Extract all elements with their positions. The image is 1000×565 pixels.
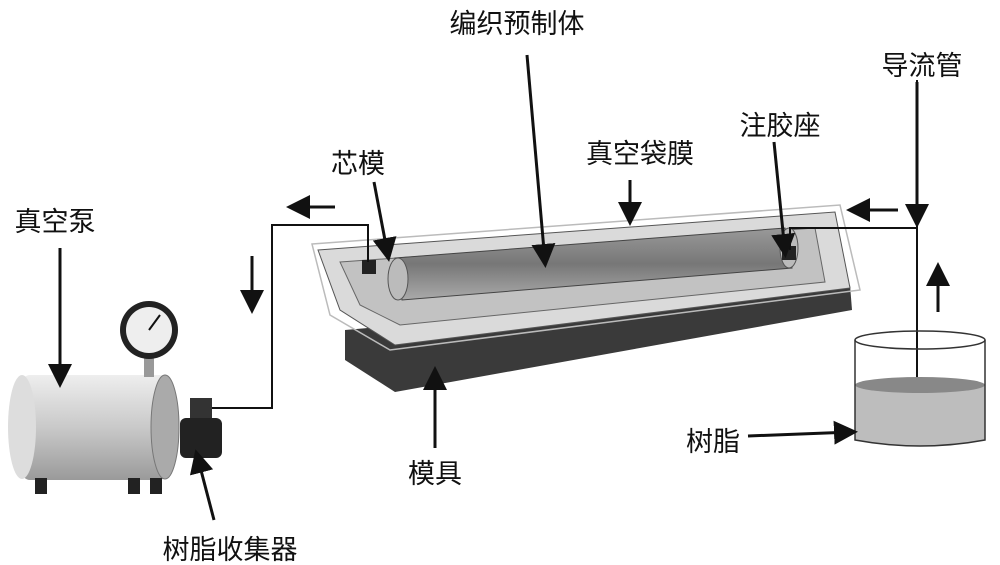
label-mold: 模具 — [408, 459, 462, 490]
label-vacuum-bag: 真空袋膜 — [586, 139, 694, 170]
leader-arrow-icon — [771, 141, 796, 258]
label-resin: 树脂 — [686, 427, 740, 458]
mandrel-port — [362, 260, 376, 274]
label-vacuum-pump: 真空泵 — [14, 207, 96, 238]
leader-arrow-icon — [747, 420, 858, 445]
vacuum-tube — [190, 224, 369, 409]
leader-arrow-icon — [189, 449, 216, 521]
label-resin-collector: 树脂收集器 — [162, 535, 298, 565]
label-flow-tube: 导流管 — [881, 51, 963, 82]
label-mandrel: 芯模 — [331, 149, 385, 180]
label-injection-seat: 注胶座 — [739, 111, 821, 142]
resin-collector — [180, 398, 222, 458]
label-preform: 编织预制体 — [449, 9, 585, 40]
leader-arrow-icon — [372, 181, 397, 262]
vacuum-bag-film — [311, 204, 861, 351]
resin-beaker — [854, 330, 986, 447]
vacuum-pump — [8, 301, 180, 494]
leader-arrow-icon — [525, 54, 556, 268]
